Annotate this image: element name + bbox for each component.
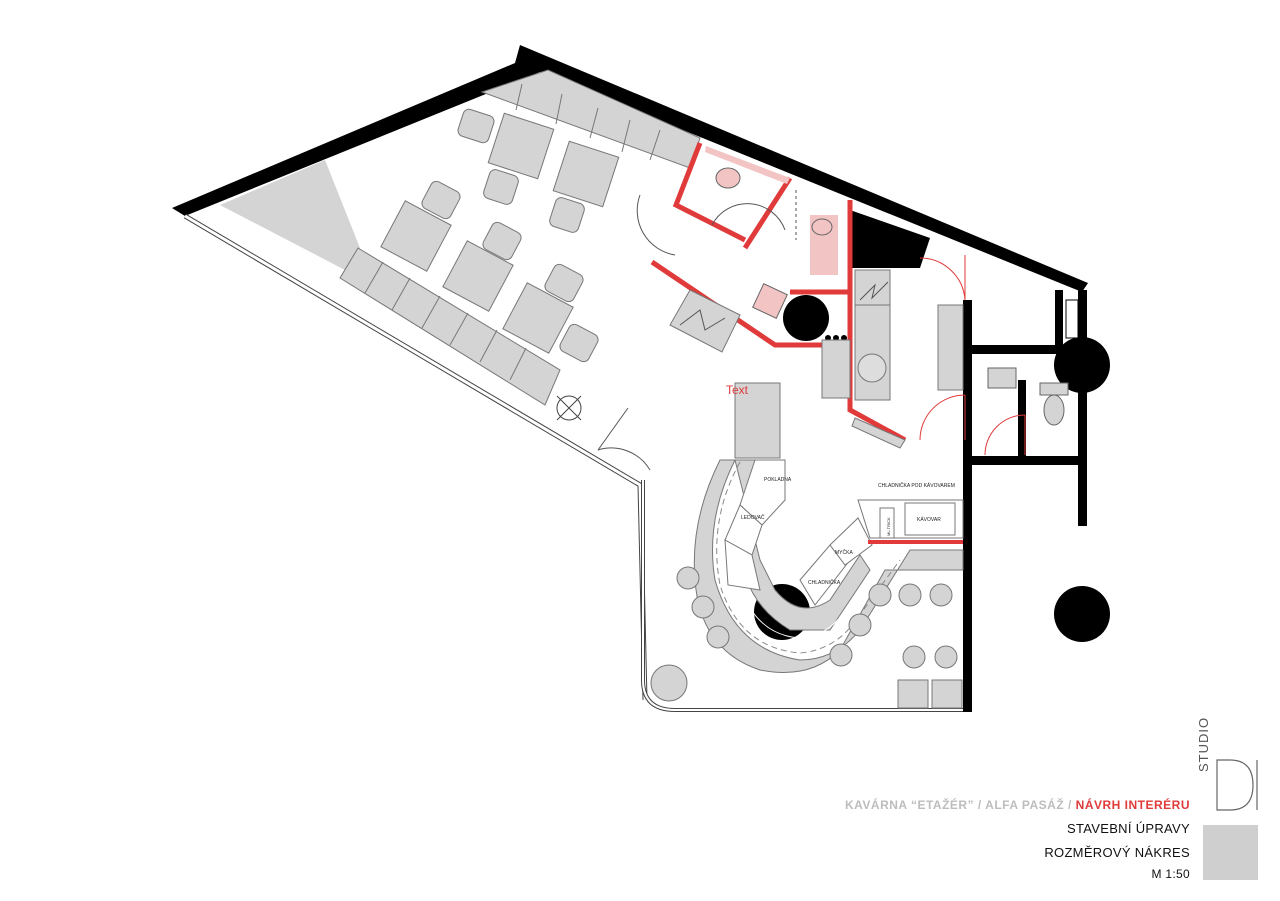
label-chladnicka-pod: CHLADNIČKA POD KÁVOVAREM — [878, 482, 955, 489]
scale-label: M 1:50 — [1151, 867, 1190, 881]
project-title: KAVÁRNA “ETAŽÉR” / ALFA PASÁŽ / NÁVRH IN… — [845, 798, 1190, 812]
exterior-wall-top — [172, 45, 1088, 292]
studio-logo-text: STUDIO — [1196, 716, 1211, 772]
label-pokladna: POKLADNA — [764, 477, 792, 483]
toilet-area — [636, 146, 838, 319]
label-kavovar: KÁVOVAR — [917, 516, 941, 523]
label-ledovac: LEDOVAČ — [741, 514, 765, 521]
bar-counter — [693, 459, 964, 673]
studio-logo-mark — [1216, 759, 1258, 811]
project-title-prefix: KAVÁRNA “ETAŽÉR” / ALFA PASÁŽ / — [844, 798, 1076, 812]
left-corner-fill — [220, 160, 360, 270]
wc-right — [987, 367, 1069, 426]
plant-icon — [556, 395, 582, 421]
bench-top — [480, 69, 701, 169]
doors — [919, 255, 1026, 456]
entrance-door — [597, 447, 651, 471]
bar-stools — [650, 566, 963, 709]
title-line-2: ROZMĚROVÝ NÁKRES — [1044, 845, 1190, 860]
wall-column-block — [850, 210, 930, 268]
label-mycka: MYČKA — [835, 549, 853, 556]
project-title-accent: NÁVRH INTERÉRU — [1075, 798, 1190, 812]
bench-diagonal — [339, 247, 561, 406]
label-ml-trick: ML.TRICK — [886, 517, 891, 536]
stairs — [669, 269, 891, 353]
title-line-1: STAVEBNÍ ÚPRAVY — [1067, 821, 1190, 836]
right-wall — [963, 300, 972, 712]
label-chladnicka: CHLADNIČKA — [808, 579, 841, 586]
annotation-text: Text — [726, 383, 749, 397]
back-counters — [734, 304, 964, 459]
tables — [380, 108, 620, 363]
studio-logo-box — [1203, 825, 1258, 880]
